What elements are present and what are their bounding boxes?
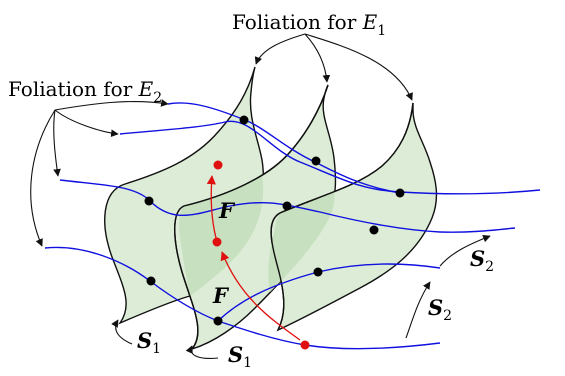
f-arrow-lower — [220, 251, 301, 341]
f-label-lower: F — [212, 283, 230, 308]
f-label-upper: F — [218, 198, 236, 223]
s1-label-right: S1 — [228, 342, 252, 371]
point-red-bottom — [300, 340, 310, 350]
overlap-region-1 — [179, 176, 264, 296]
point-black — [146, 276, 156, 286]
e1-leaf-3-outline — [270, 102, 414, 331]
e1-pointer-3 — [304, 33, 413, 101]
point-black — [213, 316, 223, 326]
s1-arrow-left — [111, 319, 133, 345]
e2-pointer-1 — [54, 99, 169, 111]
point-black — [282, 201, 292, 211]
point-black — [395, 188, 405, 198]
foliation-e1-label: Foliation for E1 — [232, 10, 386, 39]
e2-leaf-curve-1 — [119, 120, 541, 195]
s1-label-left: S1 — [137, 328, 161, 357]
foliation-e2-label: Foliation for E2 — [8, 77, 162, 106]
point-black — [144, 196, 154, 206]
point-red-middle — [212, 237, 222, 247]
e1-pointer-1 — [254, 33, 306, 65]
f-arrow-upper — [206, 175, 217, 239]
overlap-region-2 — [268, 190, 335, 292]
e2-pointer-3 — [53, 109, 61, 177]
s2-label-upper: S2 — [470, 246, 494, 275]
s2-arrow-upper — [439, 234, 491, 267]
point-red-top — [213, 160, 223, 170]
e1-leaf-2-outline — [174, 84, 329, 350]
point-black — [369, 225, 379, 235]
point-black — [239, 115, 249, 125]
e2-leaf-curve-3 — [167, 102, 401, 194]
e2-pointer-2 — [54, 109, 119, 138]
s2-label-lower: S2 — [428, 295, 452, 324]
s2-arrow-lower — [405, 281, 431, 339]
point-black — [311, 156, 321, 166]
e1-pointer-2 — [304, 33, 331, 83]
e2-pointer-4 — [30, 109, 56, 247]
s1-arrow-right — [185, 345, 219, 359]
point-black — [313, 267, 323, 277]
